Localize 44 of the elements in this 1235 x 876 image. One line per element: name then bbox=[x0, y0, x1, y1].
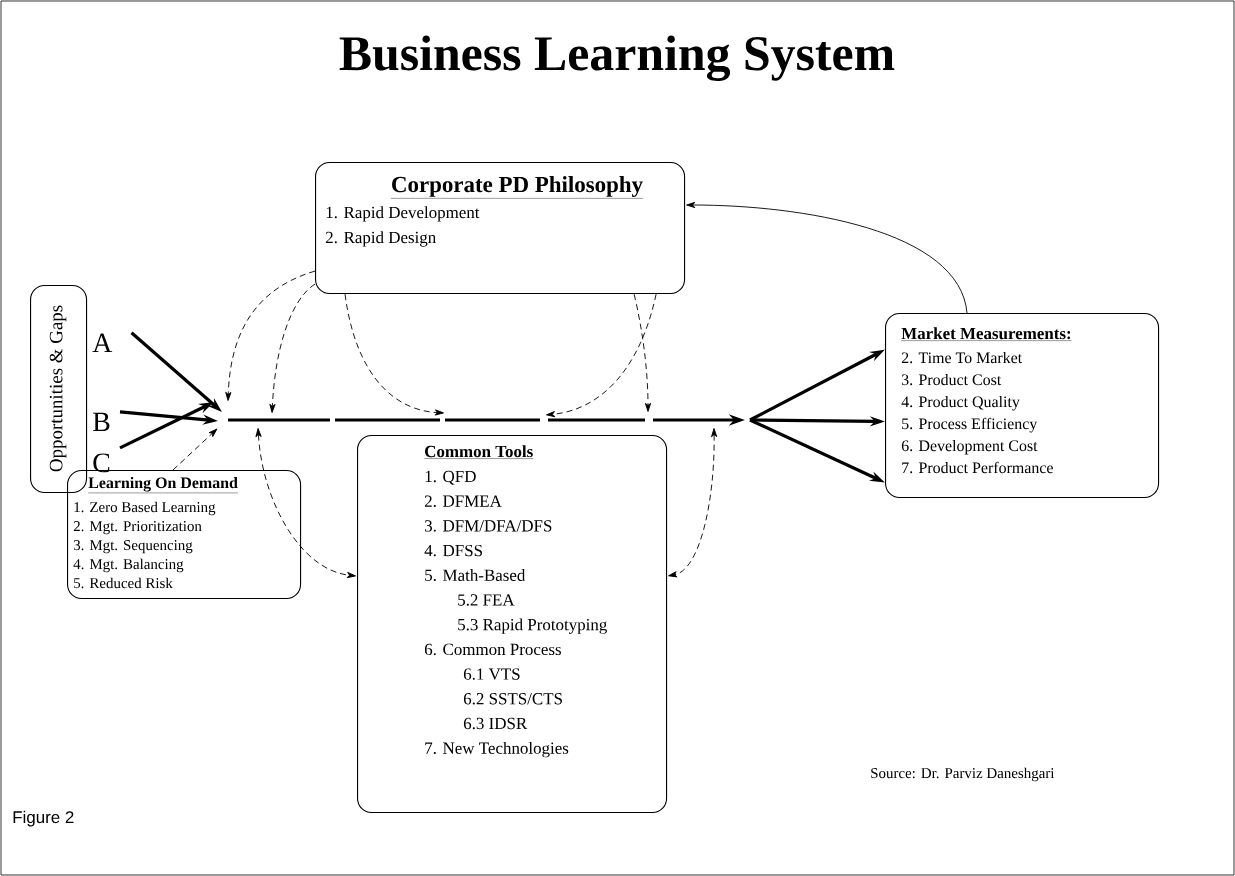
box-heading: Corporate PD Philosophy bbox=[390, 176, 644, 199]
list-item: 4. DFSS bbox=[424, 544, 482, 557]
list-item: 6.1 VTS bbox=[463, 668, 520, 680]
arrow bbox=[225, 270, 316, 401]
list-item: 2. Time To Market bbox=[901, 351, 1023, 364]
box-heading: Learning On Demand bbox=[88, 476, 239, 494]
list-item: 4. Product Quality bbox=[901, 395, 1020, 411]
arrow bbox=[269, 283, 316, 413]
letter-label: A bbox=[92, 333, 113, 352]
box-heading: Common Tools bbox=[424, 445, 534, 459]
list-item: 7. Product Performance bbox=[902, 461, 1053, 474]
arrow bbox=[546, 293, 657, 418]
list-item: 5.3 Rapid Prototyping bbox=[458, 618, 607, 634]
list-item: 5. Reduced Risk bbox=[74, 577, 173, 589]
node-label: Opportunities & Gaps bbox=[49, 305, 67, 472]
list-item: 6.2 SSTS/CTS bbox=[463, 693, 562, 705]
list-item: 5. Math-Based bbox=[425, 569, 526, 582]
list-item: 5. Process Efficiency bbox=[902, 417, 1038, 433]
list-item: 7. New Technologies bbox=[425, 741, 569, 758]
note-text: Source: Dr. Parviz Daneshgari bbox=[871, 767, 1055, 782]
list-item: 6.3 IDSR bbox=[463, 717, 528, 730]
list-item: 3. DFM/DFA/DFS bbox=[425, 520, 552, 532]
arrow bbox=[668, 428, 718, 578]
list-item: 3. Mgt. Sequencing bbox=[73, 540, 193, 554]
arrow bbox=[255, 428, 356, 579]
arrow bbox=[344, 293, 444, 416]
list-item: 2. Mgt. Prioritization bbox=[73, 521, 202, 535]
list-item: 1. Rapid Development bbox=[326, 206, 480, 222]
title: Business Learning System bbox=[339, 35, 895, 81]
list-item: 6. Development Cost bbox=[901, 439, 1038, 455]
list-item: 2. DFMEA bbox=[424, 495, 502, 507]
note-text: Figure 2 bbox=[13, 810, 74, 827]
box-heading: Market Measurements: bbox=[901, 327, 1072, 341]
arrow bbox=[633, 293, 652, 412]
list-item: 1. Zero Based Learning bbox=[74, 501, 216, 516]
list-item: 6. Common Process bbox=[424, 643, 561, 656]
list-item: 4. Mgt. Balancing bbox=[73, 558, 184, 573]
list-item: 3. Product Cost bbox=[901, 373, 1002, 386]
arrow bbox=[686, 201, 968, 314]
list-item: 1. QFD bbox=[425, 470, 476, 485]
list-item: 5.2 FEA bbox=[458, 594, 515, 606]
list-item: 2. Rapid Design bbox=[325, 231, 436, 247]
arrow bbox=[172, 428, 218, 471]
letter-label: B bbox=[93, 412, 110, 432]
